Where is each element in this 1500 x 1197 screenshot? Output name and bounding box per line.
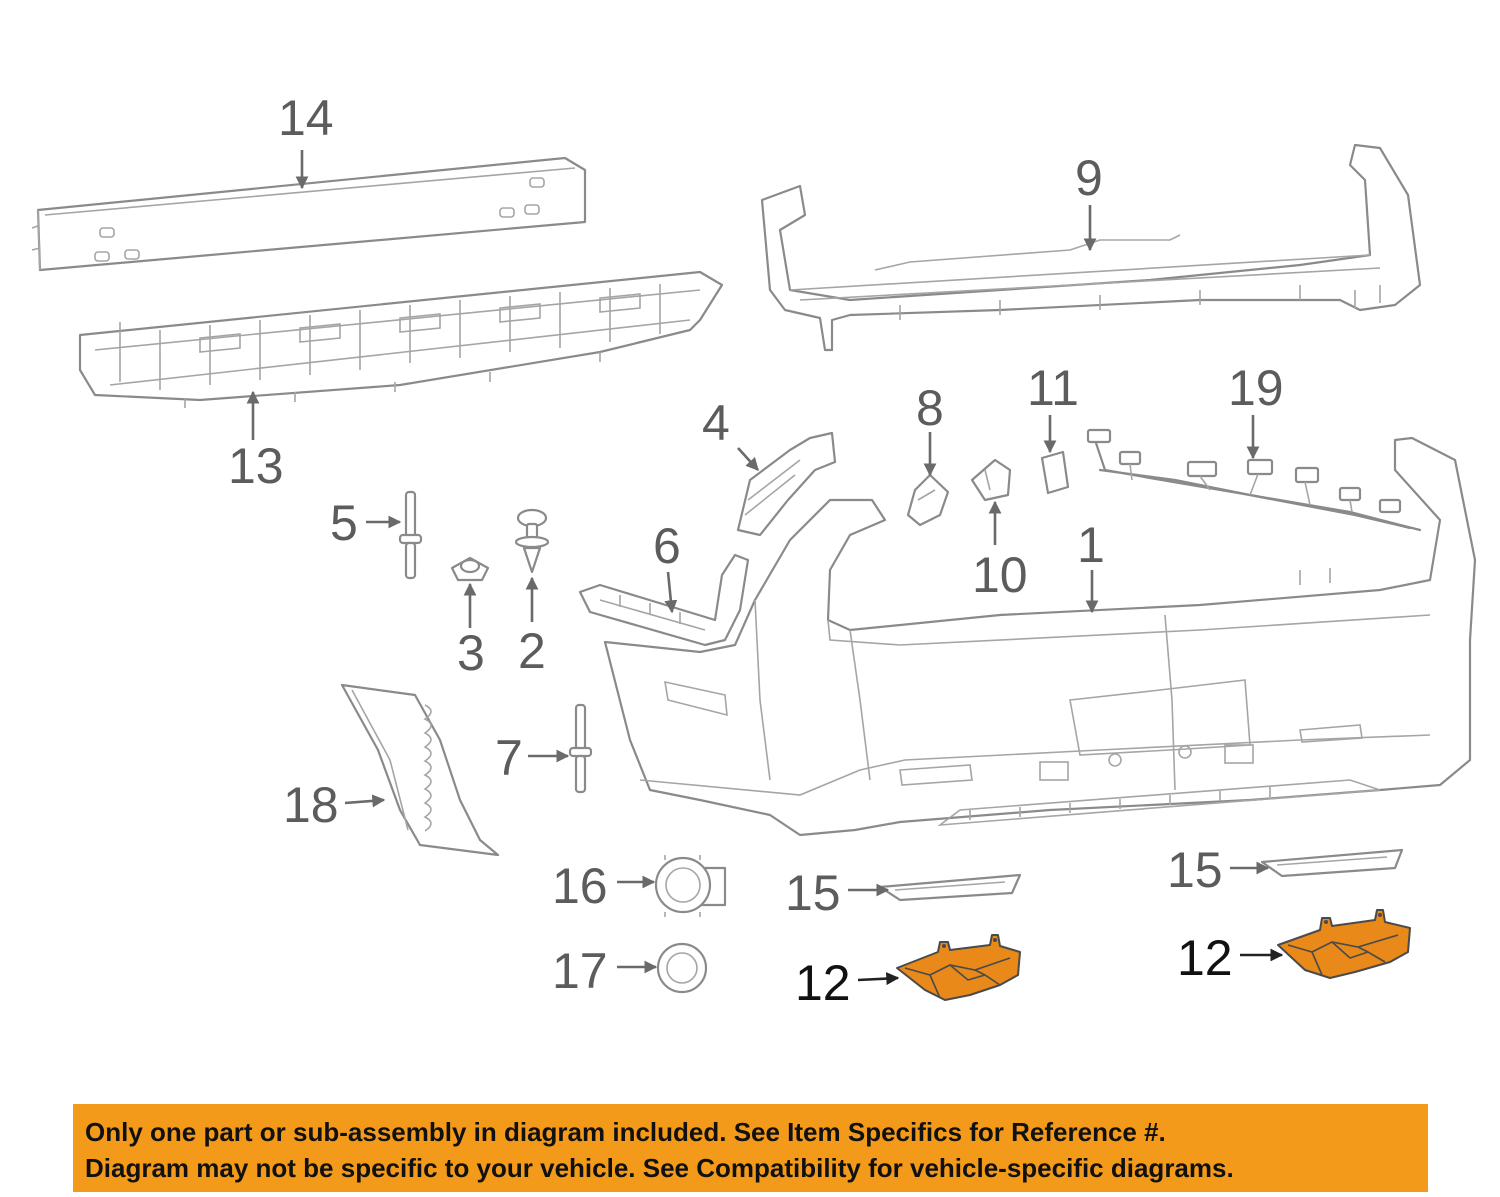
leader-lines xyxy=(246,150,1284,986)
notice-line-2: Diagram may not be specific to your vehi… xyxy=(85,1153,1234,1183)
callout-9: 9 xyxy=(1075,150,1103,206)
part-11-clip[interactable] xyxy=(1040,450,1070,495)
callout-8: 8 xyxy=(916,380,944,436)
part-3-nut[interactable] xyxy=(450,556,490,582)
part-9-bumper-support[interactable] xyxy=(760,143,1422,352)
part-7-pin[interactable] xyxy=(568,703,593,794)
callout-10: 10 xyxy=(972,547,1028,603)
callout-14: 14 xyxy=(278,90,334,146)
part-18-side-trim[interactable] xyxy=(340,683,500,857)
part-4-bracket[interactable] xyxy=(736,431,837,537)
part-5-pin[interactable] xyxy=(398,490,423,580)
part-8-clip[interactable] xyxy=(906,473,950,527)
part-12-housing-right[interactable] xyxy=(1277,909,1411,979)
part-14-reinforcement-beam[interactable] xyxy=(31,156,587,272)
notice-banner: Only one part or sub-assembly in diagram… xyxy=(73,1104,1428,1192)
part-12-housing-left[interactable] xyxy=(896,934,1021,1001)
part-2-push-pin[interactable] xyxy=(514,508,550,574)
callout-7: 7 xyxy=(495,730,523,786)
callout-19: 19 xyxy=(1228,360,1284,416)
callout-6: 6 xyxy=(653,518,681,574)
part-15-reflector-right[interactable] xyxy=(1260,848,1404,878)
callout-4: 4 xyxy=(702,395,730,451)
callout-15-left: 15 xyxy=(785,865,841,921)
callout-5: 5 xyxy=(330,495,358,551)
callout-2: 2 xyxy=(518,623,546,679)
part-16-parking-sensor[interactable] xyxy=(654,855,727,917)
callout-17: 17 xyxy=(552,943,608,999)
callout-1: 1 xyxy=(1077,517,1105,573)
callout-18: 18 xyxy=(283,777,339,833)
part-15-reflector-left[interactable] xyxy=(878,873,1022,902)
notice-line-1: Only one part or sub-assembly in diagram… xyxy=(85,1117,1166,1147)
callout-11: 11 xyxy=(1027,360,1079,416)
part-10-bracket[interactable] xyxy=(970,458,1012,502)
part-1-bumper-cover[interactable] xyxy=(603,436,1477,837)
part-17-sensor-bezel[interactable] xyxy=(656,942,708,994)
callout-15-right: 15 xyxy=(1167,842,1223,898)
part-19-wiring-harness[interactable] xyxy=(1086,428,1422,532)
callout-3: 3 xyxy=(457,625,485,681)
callout-12-left: 12 xyxy=(795,955,851,1011)
part-13-energy-absorber[interactable] xyxy=(78,270,724,408)
callout-12-right: 12 xyxy=(1177,930,1233,986)
callout-numbers: 14 9 13 4 8 11 19 5 6 1 10 3 2 7 18 16 1… xyxy=(228,90,1284,1011)
callout-16: 16 xyxy=(552,858,608,914)
parts-diagram: 14 9 13 4 8 11 19 5 6 1 10 3 2 7 18 16 1… xyxy=(31,90,1477,1011)
callout-13: 13 xyxy=(228,438,284,494)
